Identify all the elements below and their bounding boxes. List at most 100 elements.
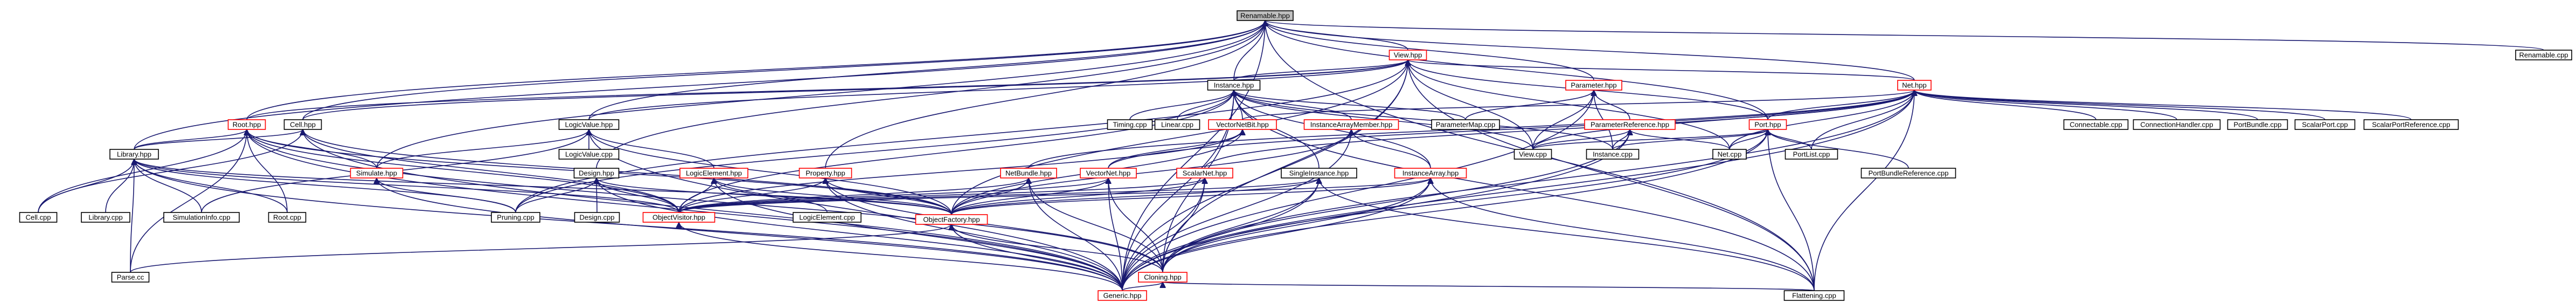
node-simulationinfo-cpp[interactable]: SimulationInfo.cpp — [163, 212, 240, 223]
node-label: Pruning.cpp — [497, 214, 534, 222]
edge-parse_cc-to-library_hpp — [130, 159, 134, 273]
node-netbundle-hpp[interactable]: NetBundle.hpp — [1000, 168, 1057, 179]
node-cell-cpp[interactable]: Cell.cpp — [19, 212, 58, 223]
node-logicvalue-cpp[interactable]: LogicValue.cpp — [558, 149, 620, 160]
node-renamable-cpp[interactable]: Renamable.cpp — [2515, 50, 2572, 60]
edge-portbundle_cpp-to-net_hpp — [1914, 90, 2258, 120]
node-scalarportreference-cpp[interactable]: ScalarPortReference.cpp — [2363, 119, 2459, 130]
node-box — [268, 212, 307, 223]
node-objectvisitor-hpp[interactable]: ObjectVisitor.hpp — [642, 212, 716, 223]
node-portlist-cpp[interactable]: PortList.cpp — [1785, 149, 1838, 160]
edge-parametermap_cpp-to-instance_hpp — [1234, 90, 1466, 120]
node-singleinstance-hpp[interactable]: SingleInstance.hpp — [1281, 168, 1357, 179]
node-instance-cpp[interactable]: Instance.cpp — [1586, 149, 1640, 160]
node-scalarport-cpp[interactable]: ScalarPort.cpp — [2294, 119, 2356, 130]
node-parse-cc[interactable]: Parse.cc — [111, 272, 150, 283]
node-logicelement-hpp[interactable]: LogicElement.hpp — [679, 168, 748, 179]
node-label: LogicElement.cpp — [799, 214, 855, 222]
node-scalarnet-hpp[interactable]: ScalarNet.hpp — [1176, 168, 1233, 179]
node-box — [350, 168, 404, 179]
node-connectable-cpp[interactable]: Connectable.cpp — [2063, 119, 2129, 130]
node-objectfactory-hpp[interactable]: ObjectFactory.hpp — [915, 214, 988, 225]
node-vectornetbit-hpp[interactable]: VectorNetBit.hpp — [1208, 119, 1277, 130]
node-root-hpp[interactable]: Root.hpp — [227, 119, 266, 130]
edge-root_cpp-to-library_hpp — [134, 159, 288, 213]
edge-objectvisitor_hpp-to-singleinstance_hpp — [678, 177, 1319, 213]
node-label: SingleInstance.hpp — [1289, 169, 1349, 177]
edge-root_cpp-to-root_hpp — [247, 129, 288, 213]
node-net-cpp[interactable]: Net.cpp — [1712, 149, 1747, 160]
node-instance-hpp[interactable]: Instance.hpp — [1207, 80, 1261, 91]
node-pruning-cpp[interactable]: Pruning.cpp — [491, 212, 540, 223]
edge-property_hpp-to-renamable_hpp — [825, 20, 1265, 169]
node-portbundle-cpp[interactable]: PortBundle.cpp — [2227, 119, 2288, 130]
node-label: Design.hpp — [579, 169, 614, 177]
node-port-hpp[interactable]: Port.hpp — [1748, 119, 1787, 130]
edge-objectfactory_hpp-to-scalarnet_hpp — [951, 177, 1205, 215]
node-box — [799, 168, 852, 179]
node-cloning-hpp[interactable]: Cloning.hpp — [1138, 272, 1188, 283]
edge-objectfactory_hpp-to-singleinstance_hpp — [951, 177, 1319, 215]
edge-generic_hpp-to-scalarnet_hpp — [1122, 178, 1205, 291]
node-label: NetBundle.hpp — [1005, 169, 1052, 177]
node-instancearray-hpp[interactable]: InstanceArray.hpp — [1394, 168, 1467, 179]
node-label: View.hpp — [1394, 51, 1422, 59]
node-parameter-hpp[interactable]: Parameter.hpp — [1565, 80, 1622, 91]
node-cell-hpp[interactable]: Cell.hpp — [283, 119, 322, 130]
node-view-cpp[interactable]: View.cpp — [1513, 149, 1552, 160]
edge-generic_hpp-to-port_hpp — [1122, 129, 1768, 291]
edge-objectvisitor_hpp-to-library_hpp — [134, 159, 679, 213]
edge-instancearraymember_hpp-to-instance_hpp — [1234, 90, 1352, 120]
node-label: ScalarPort.cpp — [2302, 121, 2348, 129]
edge-objectvisitor_hpp-to-property_hpp — [678, 177, 825, 213]
node-library-cpp[interactable]: Library.cpp — [81, 212, 130, 223]
node-vectornet-hpp[interactable]: VectorNet.hpp — [1080, 168, 1137, 179]
node-parametermap-cpp[interactable]: ParameterMap.cpp — [1431, 119, 1500, 130]
edge-generic_hpp-to-view_hpp — [1122, 60, 1408, 291]
node-label: LogicValue.cpp — [565, 150, 613, 159]
node-label: Port.hpp — [1754, 121, 1781, 129]
node-label: Cloning.hpp — [1144, 273, 1181, 282]
node-design-hpp[interactable]: Design.hpp — [573, 168, 620, 179]
node-net-hpp[interactable]: Net.hpp — [1897, 80, 1932, 91]
edge-flattening_cpp-to-instancearray_hpp — [1431, 178, 1815, 291]
node-parameterreference-hpp[interactable]: ParameterReference.hpp — [1584, 119, 1676, 130]
edge-objectfactory_hpp-to-instancearray_hpp — [951, 177, 1431, 215]
node-library-hpp[interactable]: Library.hpp — [109, 149, 159, 160]
edge-design_cpp-to-design_hpp — [596, 178, 597, 213]
node-label: Renamable.cpp — [2519, 51, 2568, 59]
node-logicvalue-hpp[interactable]: LogicValue.hpp — [558, 119, 620, 130]
node-root-cpp[interactable]: Root.cpp — [268, 212, 307, 223]
node-instancearraymember-hpp[interactable]: InstanceArrayMember.hpp — [1303, 119, 1399, 130]
edge-root_hpp-to-renamable_hpp — [246, 20, 1265, 120]
node-label: Flattening.cpp — [1792, 292, 1836, 300]
edge-cloning_hpp-to-parameterreference_hpp — [1162, 129, 1630, 273]
node-generic-hpp[interactable]: Generic.hpp — [1098, 290, 1147, 301]
node-label: Library.hpp — [117, 150, 151, 159]
edge-cloning_hpp-to-root_hpp — [247, 129, 1163, 273]
node-design-cpp[interactable]: Design.cpp — [574, 212, 620, 223]
node-box — [1394, 168, 1467, 179]
node-linear-cpp[interactable]: Linear.cpp — [1154, 119, 1200, 130]
node-property-hpp[interactable]: Property.hpp — [799, 168, 852, 179]
edge-portlist_cpp-to-net_hpp — [1811, 90, 1914, 150]
edge-flattening_cpp-to-port_hpp — [1768, 129, 1815, 291]
node-box — [2227, 119, 2288, 130]
edge-view_cpp-to-parameter_hpp — [1532, 90, 1594, 150]
node-box — [1431, 119, 1500, 130]
node-label: Instance.hpp — [1214, 81, 1254, 90]
edge-vectornet_hpp-to-net_hpp — [1108, 90, 1914, 169]
edge-parametermap_cpp-to-parameter_hpp — [1465, 90, 1594, 120]
node-connectionhandler-cpp[interactable]: ConnectionHandler.cpp — [2133, 119, 2221, 130]
node-logicelement-cpp[interactable]: LogicElement.cpp — [793, 212, 862, 223]
node-timing-cpp[interactable]: Timing.cpp — [1107, 119, 1153, 130]
node-portbundlereference-cpp[interactable]: PortBundleReference.cpp — [1860, 168, 1956, 179]
node-flattening-cpp[interactable]: Flattening.cpp — [1783, 290, 1845, 301]
edge-objectvisitor_hpp-to-instancearray_hpp — [678, 177, 1431, 213]
node-view-hpp[interactable]: View.hpp — [1388, 50, 1427, 60]
node-simulate-hpp[interactable]: Simulate.hpp — [350, 168, 404, 179]
node-box — [679, 168, 748, 179]
node-label: Parse.cc — [117, 273, 144, 282]
edge-parameter_hpp-to-renamable_hpp — [1265, 20, 1594, 81]
node-box — [1565, 80, 1622, 91]
